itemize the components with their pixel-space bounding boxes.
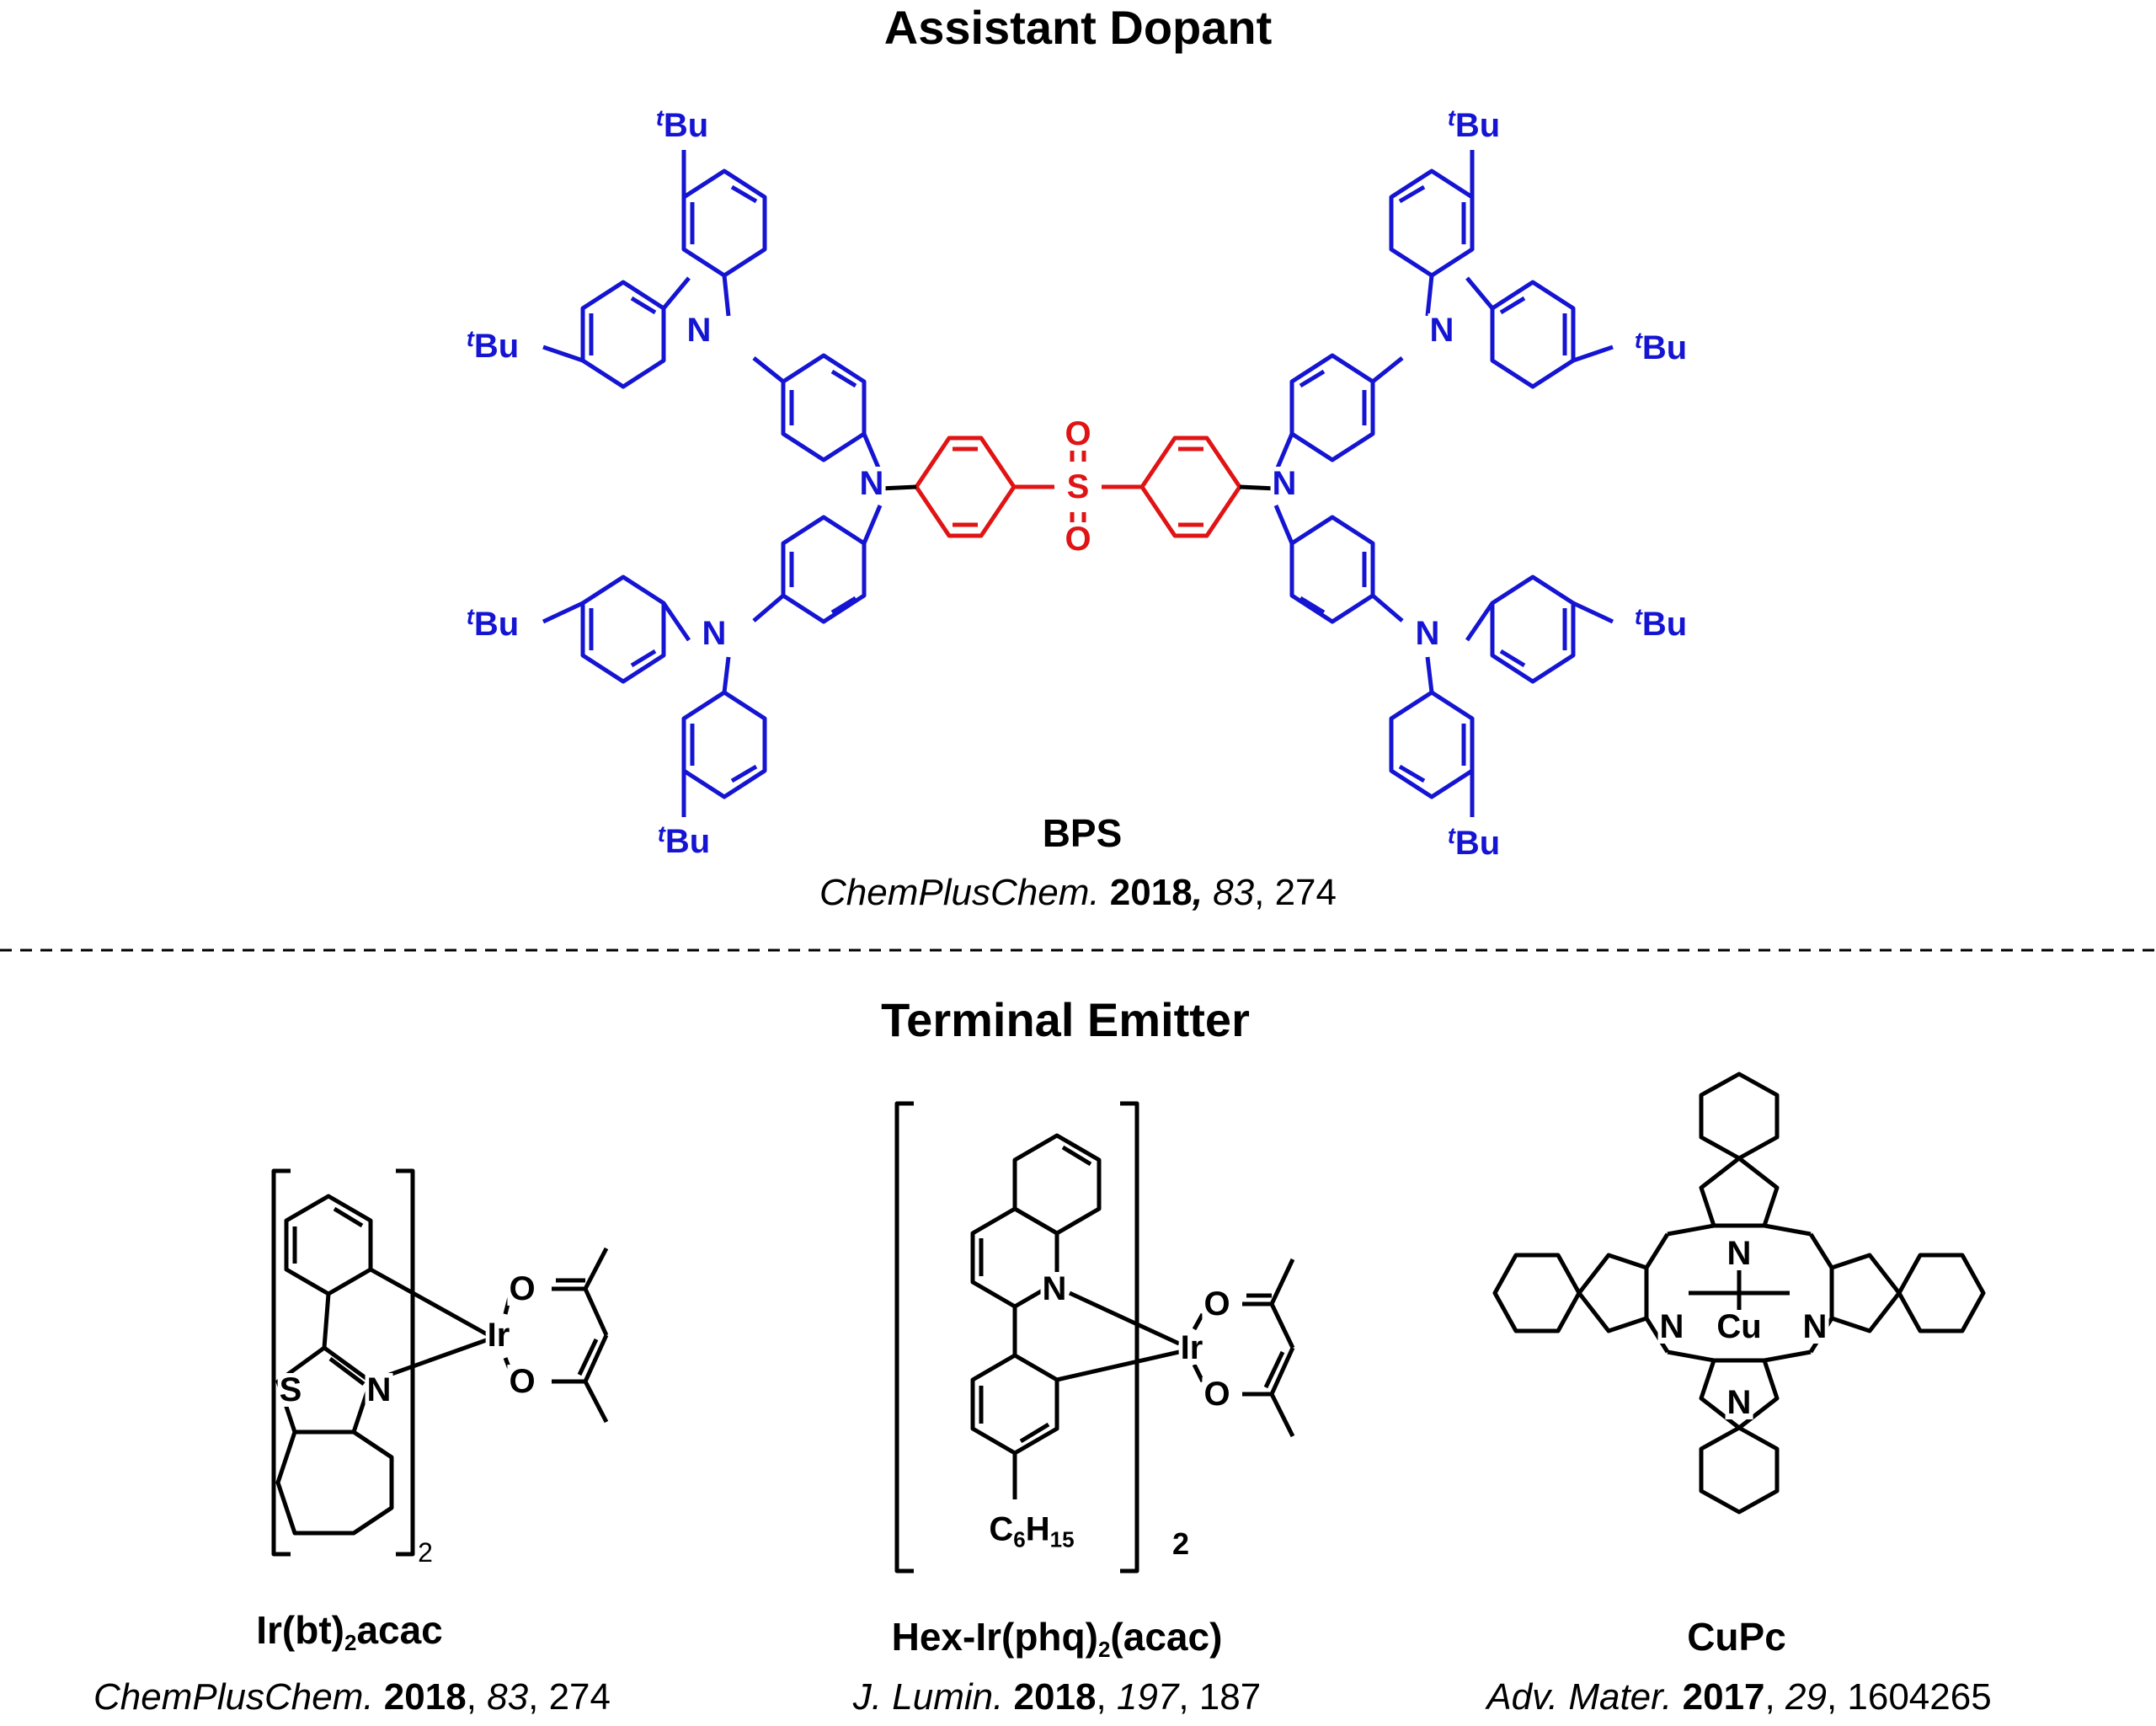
- bps-oxygen-bottom: O: [1063, 521, 1093, 558]
- tbu-label-1: tBu: [654, 105, 711, 144]
- bps-sulfur: S: [1065, 468, 1091, 505]
- bps-carbazole-bonds: [542, 150, 1614, 817]
- irbt-iridium: Ir: [485, 1317, 512, 1354]
- irbt-sulfur: S: [277, 1371, 304, 1408]
- bps-nitrogen-bottom-right: N: [1413, 615, 1442, 652]
- tbu-label-8: tBu: [1445, 823, 1502, 862]
- cupc-bonds: [1492, 1071, 1986, 1515]
- tbu-label-3: tBu: [464, 604, 521, 643]
- cupc-citation: Adv. Mater. 2017, 29, 1604265: [1486, 1676, 1992, 1718]
- terminal-emitter-title: Terminal Emitter: [881, 993, 1250, 1046]
- irbt-citation: ChemPlusChem. 2018, 83, 274: [93, 1676, 611, 1718]
- cupc-name: CuPc: [1687, 1615, 1786, 1659]
- bps-citation: ChemPlusChem. 2018, 83, 274: [819, 872, 1337, 913]
- tbu-label-7: tBu: [1632, 604, 1689, 643]
- hexir-name: Hex-Ir(phq)2(acac): [891, 1615, 1223, 1662]
- cupc-copper: Cu: [1715, 1308, 1764, 1345]
- bps-n-phenyl-bonds: [879, 484, 1277, 491]
- tbu-label-6: tBu: [1632, 328, 1689, 366]
- bps-nitrogen-bottom-left: N: [700, 615, 728, 652]
- tbu-label-4: tBu: [655, 821, 712, 860]
- cupc-nitrogen-left: N: [1657, 1308, 1686, 1345]
- bps-nitrogen-top-right: N: [1428, 312, 1456, 349]
- tbu-label-5: tBu: [1445, 105, 1502, 144]
- hexir-hexyl-group: C6H15: [987, 1510, 1076, 1552]
- irbt-nitrogen: N: [365, 1371, 393, 1408]
- bps-oxygen-top: O: [1063, 415, 1093, 452]
- irbt-oxygen-top: O: [507, 1270, 537, 1307]
- irbt-bracket-count: 2: [416, 1537, 435, 1568]
- irbt-bonds: [271, 1168, 609, 1557]
- cupc-nitrogen-bottom: N: [1725, 1384, 1753, 1421]
- irbt-oxygen-bottom: O: [507, 1363, 537, 1400]
- hexir-oxygen-bottom: O: [1202, 1376, 1232, 1413]
- hexir-bracket-count: 2: [1170, 1526, 1192, 1561]
- bps-nitrogen-left: N: [857, 465, 886, 502]
- hexir-bonds: [894, 1101, 1295, 1574]
- cupc-nitrogen-top: N: [1725, 1235, 1753, 1272]
- tbu-label-2: tBu: [464, 326, 521, 365]
- bps-nitrogen-right: N: [1270, 465, 1299, 502]
- cupc-nitrogen-right: N: [1801, 1308, 1829, 1345]
- hexir-oxygen-top: O: [1202, 1285, 1232, 1323]
- hexir-citation: J. Lumin. 2018, 197, 187: [852, 1676, 1262, 1718]
- hexir-iridium: Ir: [1178, 1329, 1205, 1366]
- bps-name: BPS: [1042, 811, 1123, 855]
- hexir-nitrogen: N: [1040, 1270, 1069, 1307]
- assistant-dopant-title: Assistant Dopant: [883, 1, 1273, 54]
- bps-nitrogen-top-left: N: [685, 312, 713, 349]
- irbt-name: Ir(bt)2acac: [256, 1608, 443, 1655]
